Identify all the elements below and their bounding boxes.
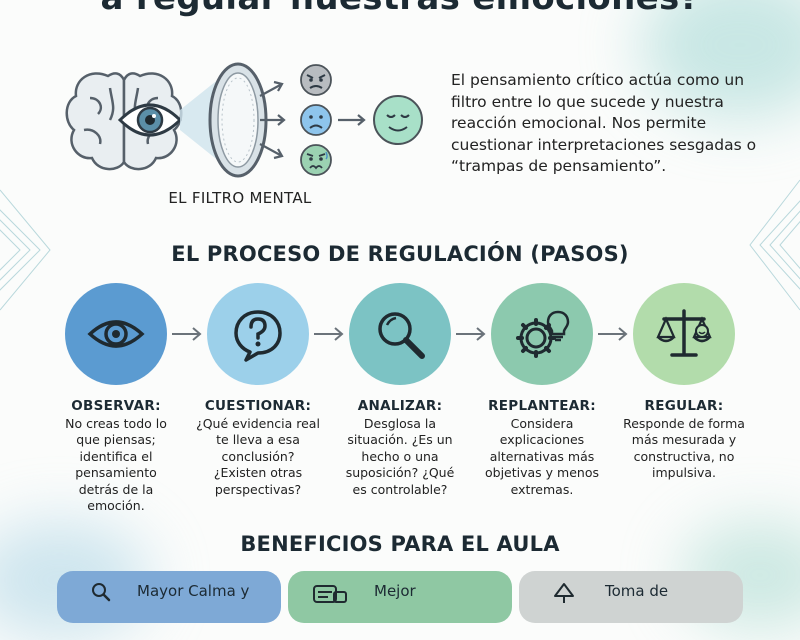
sad-face-icon xyxy=(300,104,332,136)
step-description: ¿Qué evidencia real te lleva a esa concl… xyxy=(196,416,320,497)
step-circle-observar xyxy=(65,283,167,385)
step-circle-replantear xyxy=(491,283,593,385)
benefit-label: Mejor xyxy=(374,582,416,600)
question-bubble-icon xyxy=(234,310,282,362)
step-text-analizar: ANALIZAR: Desglosa la situación. ¿Es un … xyxy=(330,398,470,498)
step-title: REGULAR: xyxy=(644,398,724,414)
benefit-label: Toma de xyxy=(605,582,669,600)
step-text-regular: REGULAR: Responde de forma más mesurada … xyxy=(614,398,754,482)
filter-lens-icon xyxy=(208,62,268,178)
page-title: a regular nuestras emociones? xyxy=(0,0,800,18)
mental-filter-illustration xyxy=(65,62,423,178)
decorative-lines-left xyxy=(0,189,51,311)
benefit-card-mejor: Mejor xyxy=(288,571,512,623)
step-description: No creas todo lo que piensas; identifica… xyxy=(65,416,167,514)
eye-icon xyxy=(87,320,145,348)
balance-scale-icon xyxy=(656,309,712,357)
step-arrow-3 xyxy=(456,327,486,341)
angry-face-icon xyxy=(300,64,332,96)
calm-face-icon xyxy=(373,95,423,145)
mental-filter-label: EL FILTRO MENTAL xyxy=(168,189,312,207)
step-circle-cuestionar xyxy=(207,283,309,385)
step-title: ANALIZAR: xyxy=(357,398,443,414)
decision-icon xyxy=(554,583,574,603)
chat-icon xyxy=(313,585,347,603)
eye-icon xyxy=(117,103,183,137)
step-description: Considera explicaciones alternativas más… xyxy=(485,416,599,497)
benefit-card-toma: Toma de xyxy=(519,571,743,623)
step-title: REPLANTEAR: xyxy=(488,398,596,414)
step-title: OBSERVAR: xyxy=(71,398,161,414)
step-circle-analizar xyxy=(349,283,451,385)
step-circle-regular xyxy=(633,283,735,385)
step-arrow-2 xyxy=(314,327,344,341)
step-description: Desglosa la situación. ¿Es un hecho o un… xyxy=(345,416,455,497)
decorative-lines-right xyxy=(749,179,800,311)
mental-filter-description: El pensamiento crítico actúa como un fil… xyxy=(451,71,757,175)
benefit-card-calma: Mayor Calma y xyxy=(57,571,281,623)
step-arrow-1 xyxy=(172,327,202,341)
step-arrow-4 xyxy=(598,327,628,341)
step-text-observar: OBSERVAR: No creas todo lo que piensas; … xyxy=(46,398,186,514)
step-description: Responde de forma más mesurada y constru… xyxy=(623,416,745,481)
gear-bulb-icon xyxy=(516,310,570,358)
benefit-label: Mayor Calma y xyxy=(137,582,250,600)
step-text-cuestionar: CUESTIONAR: ¿Qué evidencia real te lleva… xyxy=(188,398,328,498)
step-title: CUESTIONAR: xyxy=(204,398,312,414)
anxious-face-icon xyxy=(300,144,332,176)
magnifier-icon xyxy=(378,312,425,359)
search-icon xyxy=(92,583,111,602)
process-heading: EL PROCESO DE REGULACIÓN (PASOS) xyxy=(171,242,629,266)
step-text-replantear: REPLANTEAR: Considera explicaciones alte… xyxy=(472,398,612,498)
benefits-heading: BENEFICIOS PARA EL AULA xyxy=(240,532,560,556)
